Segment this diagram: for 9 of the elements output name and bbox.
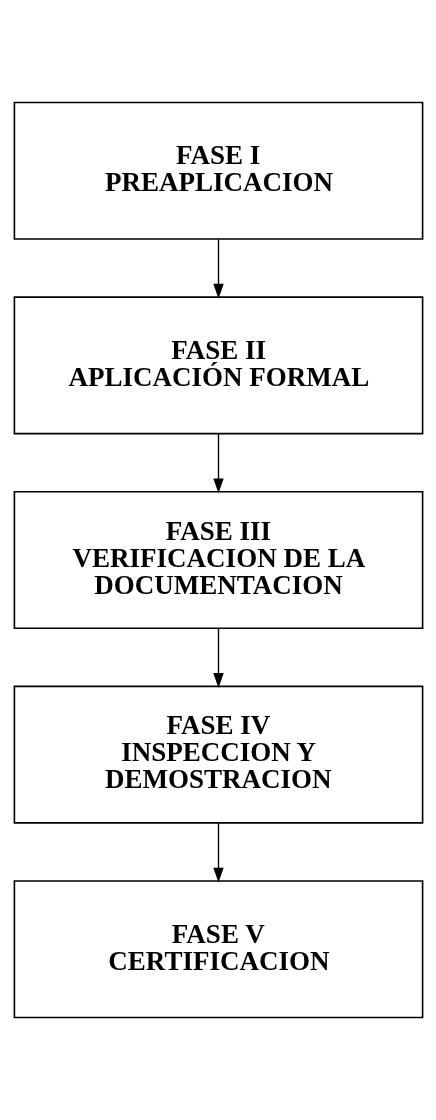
node-box: FASE II APLICACIÓN FORMAL	[13, 296, 423, 435]
arrow	[212, 433, 224, 494]
node-box: FASE III VERIFICACION DE LA DOCUMENTACION	[13, 490, 423, 630]
arrow	[212, 822, 224, 883]
arrow	[212, 238, 224, 299]
arrow	[212, 627, 224, 688]
node-box: FASE IV INSPECCION Y DEMOSTRACION	[13, 685, 423, 824]
node-box: FASE V CERTIFICACION	[13, 880, 423, 1019]
node-box: FASE I PREAPLICACION	[13, 101, 423, 240]
